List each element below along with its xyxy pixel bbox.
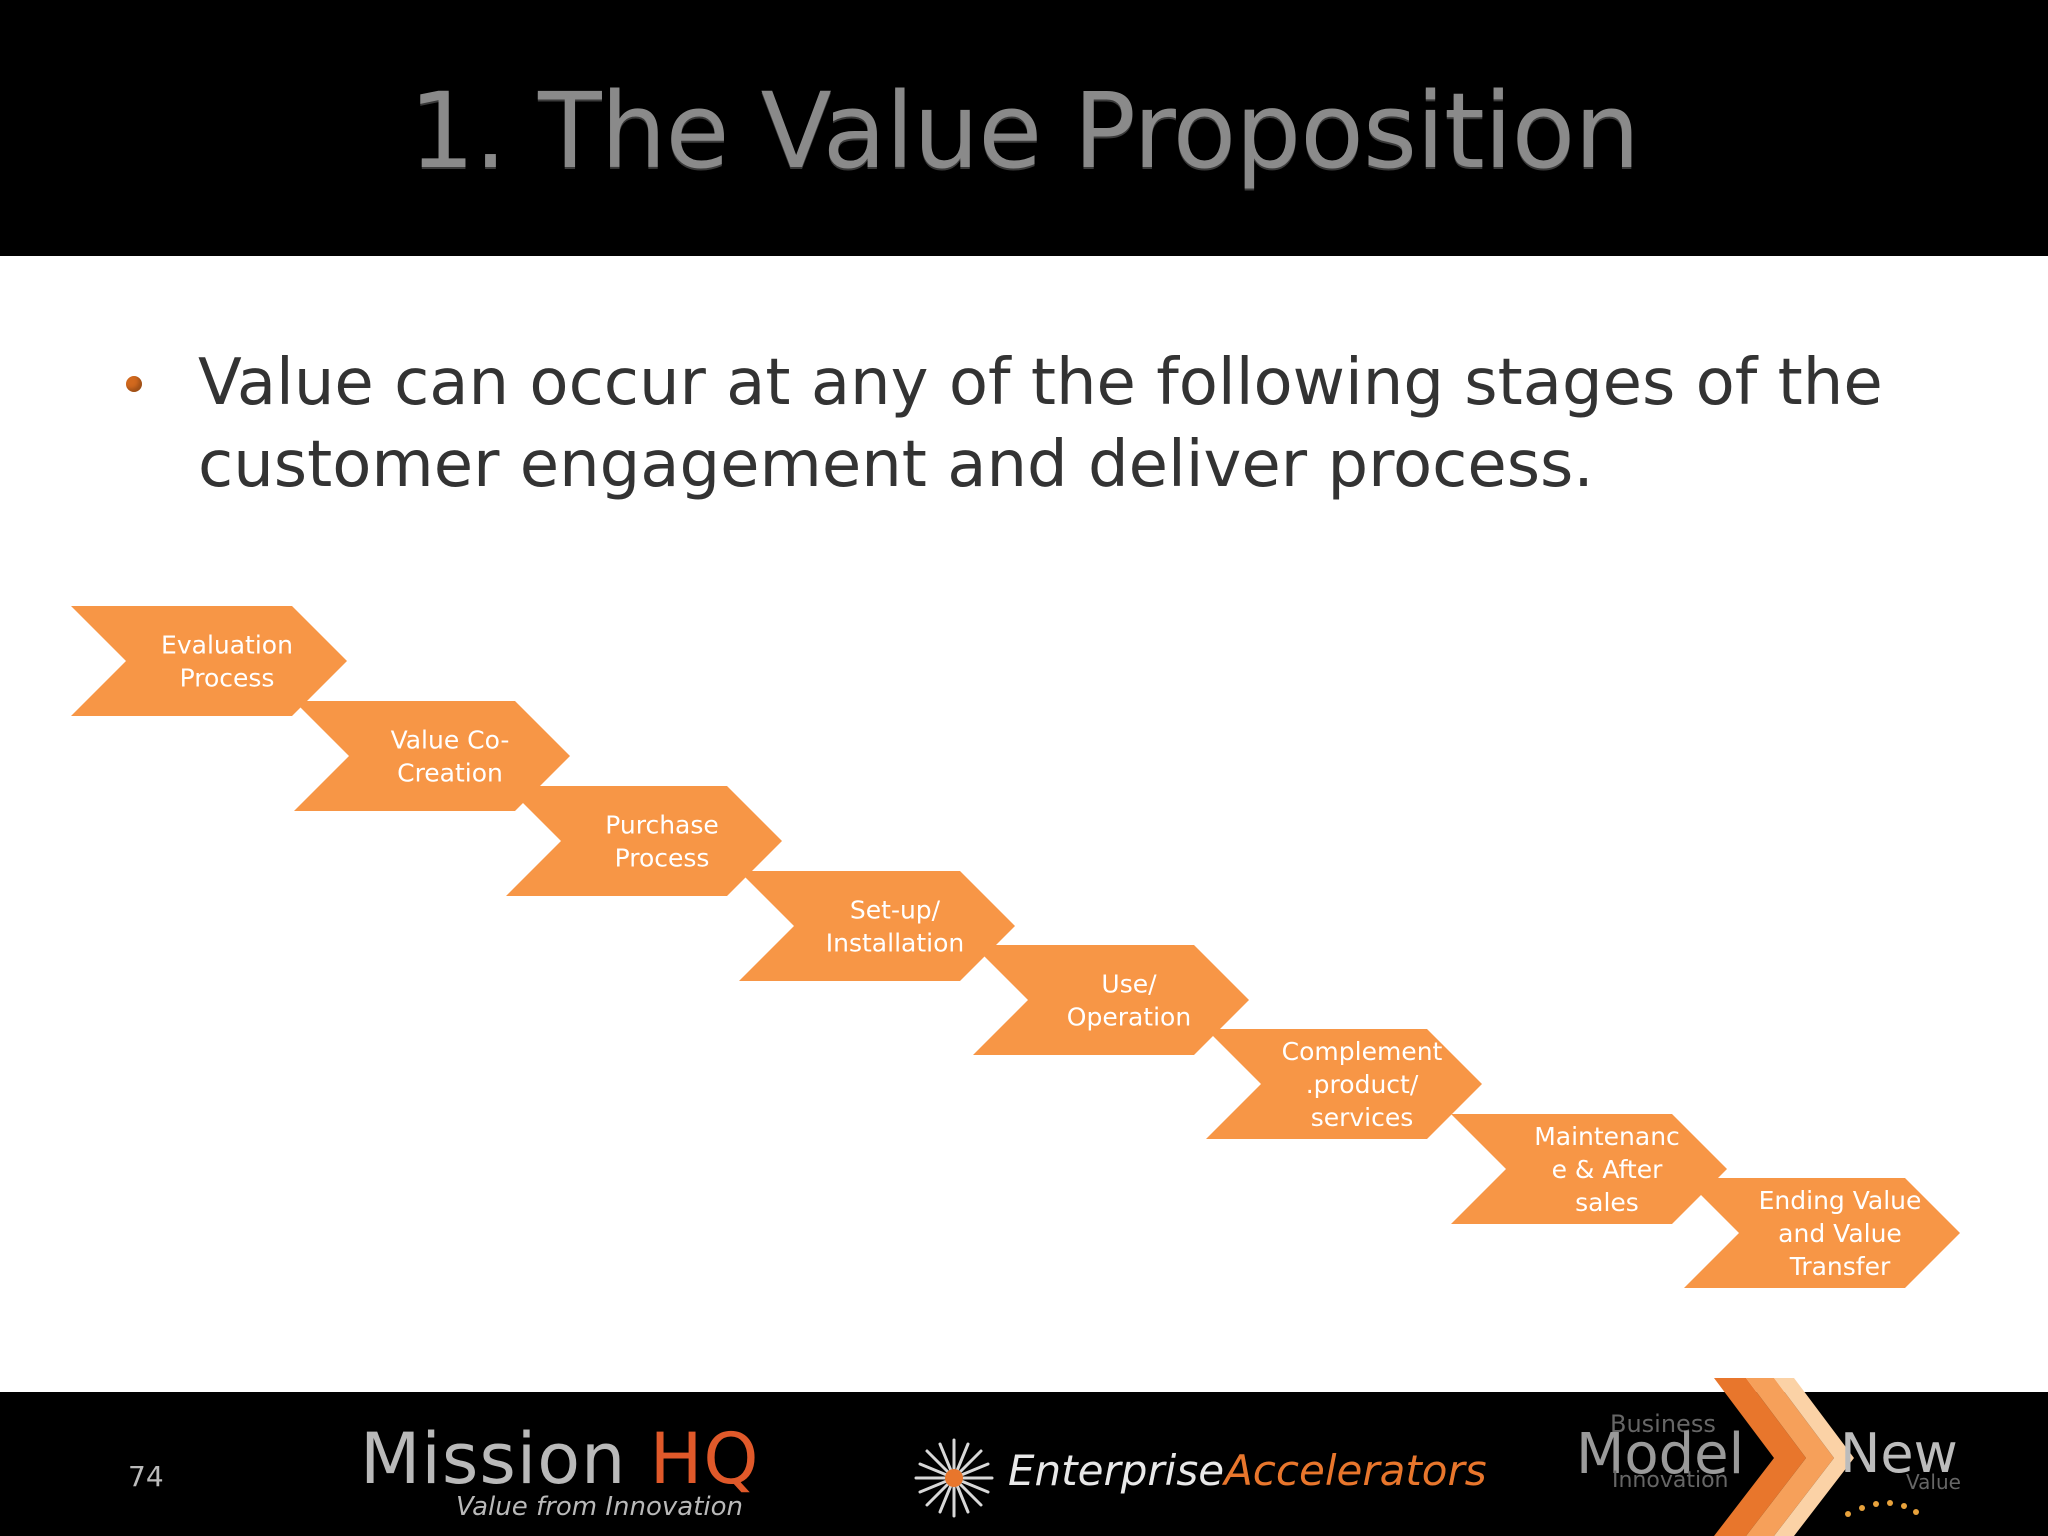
step-label: Ending Value — [1759, 1186, 1922, 1215]
mission-hq-word: HQ — [649, 1418, 760, 1500]
chevron-shape — [1206, 1029, 1482, 1139]
title-bar: 1. The Value Proposition — [0, 0, 2048, 256]
chevron-shape — [71, 606, 347, 716]
step-label: Operation — [1067, 1003, 1191, 1032]
bmi-new-text: New — [1840, 1422, 1958, 1485]
bmi-model-text: Model — [1576, 1422, 1745, 1487]
footer-bar — [0, 1392, 2048, 1536]
mission-hq-tagline: Value from Innovation — [456, 1492, 744, 1522]
mission-word: Mission — [360, 1418, 627, 1500]
step-label: Maintenanc — [1534, 1122, 1680, 1151]
step-label: Process — [615, 844, 710, 873]
star-burst-icon — [914, 1438, 994, 1518]
step-label: Installation — [826, 929, 964, 958]
step-label: Creation — [397, 759, 503, 788]
step-label: Transfer — [1789, 1252, 1891, 1281]
ea-word-2: Accelerators — [1224, 1446, 1487, 1495]
mission-hq-logo: Mission HQ — [360, 1418, 759, 1500]
chevron-shape — [294, 701, 570, 811]
step-label: Use/ — [1101, 970, 1157, 999]
step-label: sales — [1575, 1188, 1639, 1217]
chevron-shape — [739, 871, 1015, 981]
slide-title: 1. The Value Proposition — [408, 70, 1640, 192]
enterprise-accelerators-logo: EnterpriseAccelerators — [1008, 1446, 1487, 1495]
step-label: Value Co- — [391, 726, 510, 755]
bullet-text: Value can occur at any of the following … — [198, 346, 1883, 502]
step-label: Complement — [1282, 1037, 1443, 1066]
business-model-innovation-logo — [1714, 1378, 1919, 1536]
step-label: Evaluation — [161, 631, 293, 660]
chevron-shape — [506, 786, 782, 896]
slide-content — [0, 256, 2048, 1392]
bmi-business-text: Business — [1610, 1410, 1716, 1438]
bmi-value-text: Value — [1906, 1470, 1961, 1494]
page-number: 74 — [128, 1460, 164, 1493]
chevron-shape — [973, 945, 1249, 1055]
step-label: Set-up/ — [850, 896, 941, 925]
process-step-6: Complement .product/services — [1206, 1029, 1482, 1139]
process-step-4: Set-up/Installation — [739, 871, 1015, 981]
step-label: e & After — [1552, 1155, 1664, 1184]
process-step-2: Value Co- Creation — [294, 701, 570, 811]
bullet-icon — [126, 376, 142, 392]
chevron-shape — [1451, 1114, 1727, 1224]
step-label: and Value — [1778, 1219, 1902, 1248]
step-label: Purchase — [605, 811, 719, 840]
ea-word-1: Enterprise — [1008, 1446, 1225, 1495]
step-label: .product/ — [1306, 1070, 1419, 1099]
chevron-shape — [1684, 1178, 1960, 1288]
step-label: services — [1311, 1103, 1414, 1132]
bmi-innovation-text: Innovation — [1612, 1468, 1729, 1493]
process-step-7: Maintenanc e & After sales — [1451, 1114, 1727, 1224]
step-label: Process — [180, 664, 275, 693]
process-step-5: Use/Operation — [973, 945, 1249, 1055]
